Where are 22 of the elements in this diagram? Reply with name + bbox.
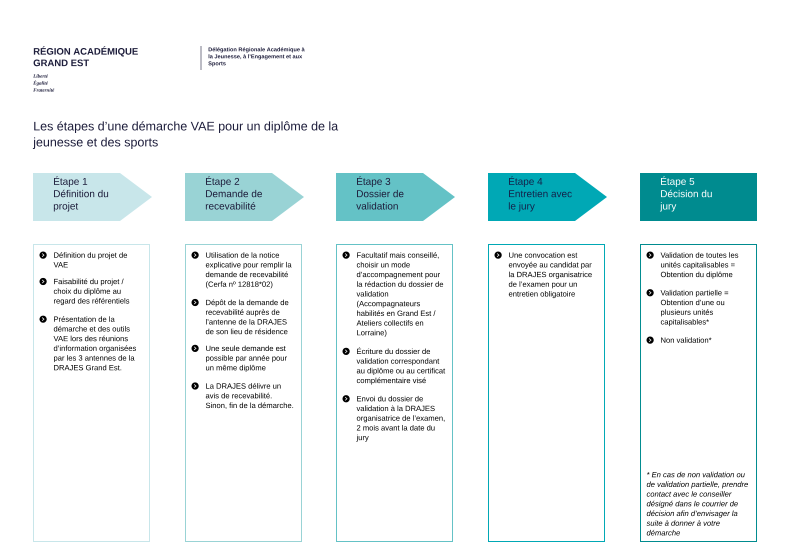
step-label: Étape 2 — [206, 176, 240, 187]
step-box — [336, 244, 453, 542]
step-label: Étape 5 — [661, 176, 694, 187]
step-box — [185, 244, 302, 542]
step-box — [33, 244, 150, 542]
step-header — [33, 173, 152, 221]
title: Les étapes d’une démarche VAE pour un diplôme de la jeunesse et des sports — [32, 121, 338, 149]
step-label: Définition du projet — [54, 190, 108, 212]
institution-name: RÉGION ACADÉMIQUE GRAND EST — [34, 46, 138, 66]
step-label: Demande de recevabilité — [206, 190, 262, 210]
step-label: Étape 4 — [509, 176, 542, 187]
step-label: Décision du jury — [660, 190, 712, 212]
step-header — [640, 173, 757, 221]
step-label: Étape 3 — [357, 176, 390, 187]
step-header — [488, 173, 607, 221]
step-header — [185, 173, 304, 221]
step-header — [336, 173, 455, 221]
step-label: Dossier de validation — [356, 190, 404, 210]
step-label: Étape 1 — [54, 176, 88, 187]
step-box — [640, 244, 757, 542]
step-box — [488, 244, 605, 542]
step-label: Entretien avec le jury — [508, 190, 572, 212]
